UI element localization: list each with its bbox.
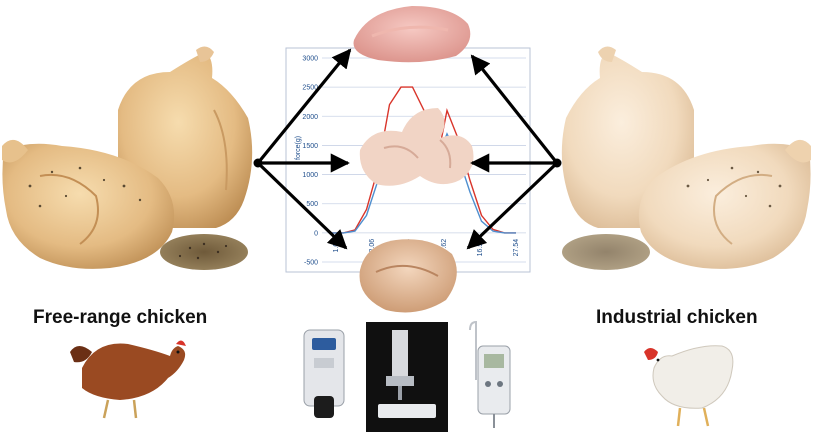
arrow-left-to-thigh xyxy=(256,161,348,250)
wing-leg-image xyxy=(359,108,474,186)
industrial-carcass-image xyxy=(561,46,811,270)
colorimeter-device-image xyxy=(303,329,345,418)
chart-x-tick-label: 2.06 xyxy=(369,239,376,253)
chart-x-tick-label: 19.62 xyxy=(441,239,448,257)
chart-y-tick-label: 1000 xyxy=(302,172,318,179)
arrow-right-to-breast xyxy=(470,54,559,164)
arrows xyxy=(253,48,562,250)
free-range-carcass-image xyxy=(2,46,253,270)
industrial-chicken-label: Industrial chicken xyxy=(596,307,758,328)
chart-x-tick-label: 16.52 xyxy=(477,239,484,257)
chart-y-tick-label: 0 xyxy=(314,230,318,237)
ph-meter-image xyxy=(469,320,511,428)
chart-y-tick-label: 3000 xyxy=(302,56,318,63)
texture-analyzer-image xyxy=(366,322,448,432)
chart-y-tick-label: 2000 xyxy=(302,114,318,121)
chart-y-tick-label: -500 xyxy=(304,260,318,267)
thigh-image xyxy=(359,239,457,313)
breast-fillet-image xyxy=(353,6,471,63)
chart-y-label: force(g) xyxy=(295,136,302,160)
arrow-right-to-thigh xyxy=(466,161,559,250)
brown-hen-image xyxy=(70,340,186,419)
chart-y-tick-label: 500 xyxy=(306,201,318,208)
chart-x-tick-label: 27.54 xyxy=(513,239,520,257)
chart-y-tick-label: 2500 xyxy=(302,85,318,92)
white-hen-image xyxy=(644,345,734,427)
chart-y-ticks: 3000 2500 2000 1500 1000 500 0 -500 xyxy=(302,56,318,267)
chart-y-tick-label: 1500 xyxy=(302,143,318,150)
arrow-left-to-breast xyxy=(256,48,352,165)
free-range-chicken-label: Free-range chicken xyxy=(33,307,208,328)
